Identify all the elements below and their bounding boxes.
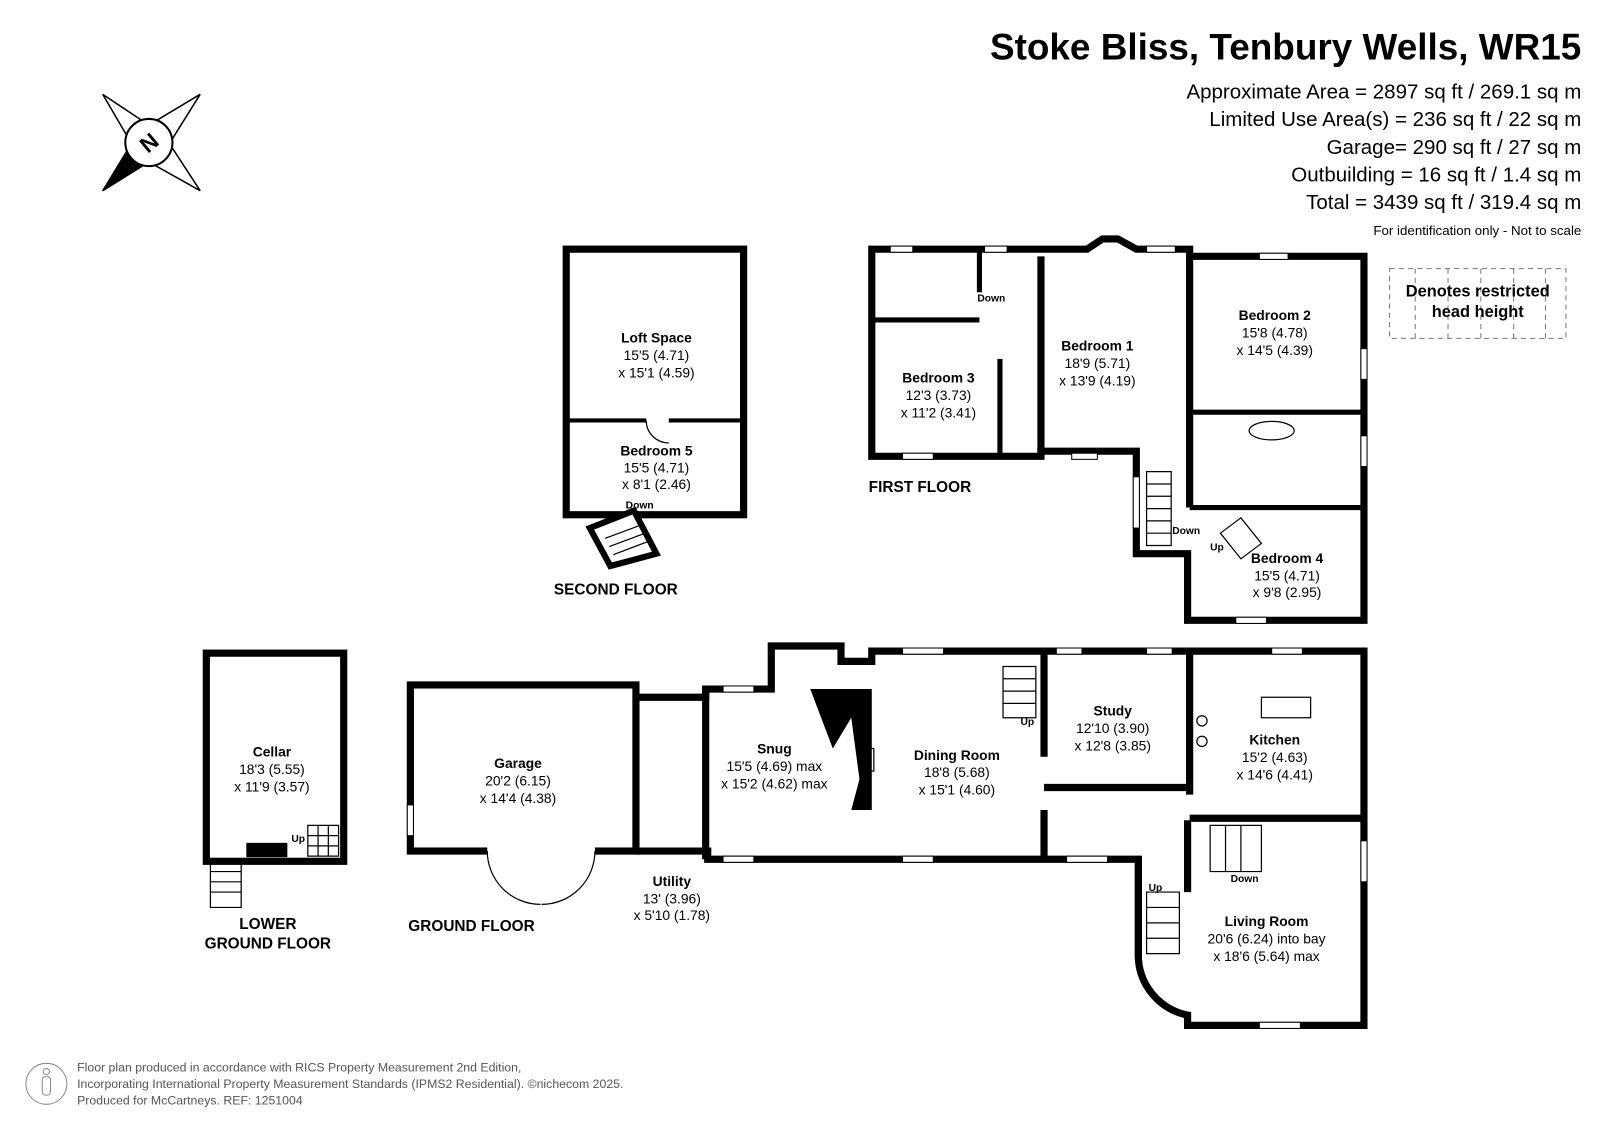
- room-dim-loft-2: x 15'1 (4.59): [618, 364, 694, 380]
- ground-floor: Garage 20'2 (6.15) x 14'4 (4.38) Utility…: [406, 642, 1368, 1029]
- room-dim-snug-2: x 15'2 (4.62) max: [721, 776, 827, 792]
- room-name-cellar: Cellar: [253, 744, 292, 760]
- room-dim-bedroom1-2: x 13'9 (4.19): [1059, 373, 1135, 389]
- room-dim-study-2: x 12'8 (3.85): [1075, 738, 1151, 754]
- room-name-garage: Garage: [494, 755, 542, 771]
- room-dim-bedroom3-1: 12'3 (3.73): [906, 387, 972, 403]
- room-name-dining: Dining Room: [914, 747, 1000, 763]
- scale-note: For identification only - Not to scale: [1373, 223, 1581, 238]
- area-outbuilding: Outbuilding = 16 sq ft / 1.4 sq m: [1291, 163, 1581, 186]
- room-dim-loft-1: 15'5 (4.71): [624, 347, 690, 363]
- stair-label-up: Up: [291, 834, 305, 845]
- stair-label-down: Down: [626, 501, 654, 512]
- room-dim-garage-2: x 14'4 (4.38): [480, 790, 556, 806]
- room-dim-bedroom3-2: x 11'2 (3.41): [901, 404, 976, 420]
- room-dim-bedroom5-2: x 8'1 (2.46): [622, 476, 691, 492]
- room-name-bedroom1: Bedroom 1: [1061, 338, 1134, 354]
- room-dim-cellar-2: x 11'9 (3.57): [234, 779, 309, 795]
- room-dim-kitchen-2: x 14'6 (4.41): [1237, 766, 1313, 782]
- stair-label-up: Up: [1210, 543, 1224, 554]
- footer-line2: Incorporating International Property Mea…: [77, 1077, 623, 1091]
- room-dim-bedroom4-1: 15'5 (4.71): [1254, 567, 1320, 583]
- room-dim-living-2: x 18'6 (5.64) max: [1213, 948, 1319, 964]
- room-name-bedroom4: Bedroom 4: [1251, 550, 1324, 566]
- floor-label-lower-2: GROUND FLOOR: [205, 935, 331, 952]
- room-dim-snug-1: 15'5 (4.69) max: [727, 758, 823, 774]
- room-dim-cellar-1: 18'3 (5.55): [239, 761, 305, 777]
- stair-label-down: Down: [1231, 874, 1259, 885]
- legend-line2: head height: [1432, 303, 1525, 321]
- area-approximate: Approximate Area = 2897 sq ft / 269.1 sq…: [1186, 80, 1581, 103]
- compass-icon: N: [102, 93, 201, 192]
- footer-line1: Floor plan produced in accordance with R…: [77, 1061, 521, 1075]
- stair-label-up: Up: [1149, 883, 1163, 894]
- room-dim-bedroom2-2: x 14'5 (4.39): [1237, 342, 1313, 358]
- footer: Floor plan produced in accordance with R…: [25, 1061, 623, 1107]
- room-name-kitchen: Kitchen: [1249, 731, 1300, 747]
- area-summary: Approximate Area = 2897 sq ft / 269.1 sq…: [1186, 80, 1581, 237]
- room-name-bedroom3: Bedroom 3: [902, 369, 975, 385]
- room-name-snug: Snug: [757, 741, 792, 757]
- legend-line1: Denotes restricted: [1406, 282, 1550, 300]
- room-dim-study-1: 12'10 (3.90): [1076, 720, 1149, 736]
- room-name-utility: Utility: [653, 873, 692, 889]
- room-dim-dining-1: 18'8 (5.68): [924, 764, 990, 780]
- room-name-living: Living Room: [1225, 913, 1309, 929]
- stair-label-down: Down: [1172, 526, 1200, 537]
- floor-label-first: FIRST FLOOR: [869, 479, 972, 496]
- room-name-bedroom5: Bedroom 5: [620, 442, 693, 458]
- room-dim-dining-2: x 15'1 (4.60): [919, 782, 995, 798]
- plan-title: Stoke Bliss, Tenbury Wells, WR15: [990, 26, 1581, 67]
- room-name-bedroom2: Bedroom 2: [1239, 307, 1312, 323]
- room-dim-utility-1: 13' (3.96): [643, 890, 701, 906]
- room-name-loft: Loft Space: [621, 329, 692, 345]
- first-floor: Bedroom 1 18'9 (5.71) x 13'9 (4.19) Bedr…: [868, 235, 1368, 624]
- area-limited-use: Limited Use Area(s) = 236 sq ft / 22 sq …: [1209, 108, 1581, 131]
- floor-label-second: SECOND FLOOR: [554, 582, 678, 599]
- room-name-study: Study: [1094, 703, 1133, 719]
- room-dim-living-1: 20'6 (6.24) into bay: [1208, 930, 1326, 946]
- area-garage: Garage= 290 sq ft / 27 sq m: [1327, 136, 1582, 159]
- room-dim-bedroom1-1: 18'9 (5.71): [1065, 355, 1131, 371]
- room-dim-kitchen-1: 15'2 (4.63): [1242, 749, 1308, 765]
- second-floor: Loft Space 15'5 (4.71) x 15'1 (4.59) Bed…: [554, 245, 748, 599]
- stair-label-down: Down: [977, 293, 1005, 304]
- stair-label-up: Up: [1020, 717, 1034, 728]
- floor-label-lower-1: LOWER: [239, 916, 296, 933]
- room-dim-bedroom2-1: 15'8 (4.78): [1242, 324, 1308, 340]
- area-total: Total = 3439 sq ft / 319.4 sq m: [1306, 191, 1581, 214]
- room-dim-garage-1: 20'2 (6.15): [485, 772, 551, 788]
- person-scale-icon: [25, 1062, 68, 1105]
- room-dim-utility-2: x 5'10 (1.78): [634, 907, 710, 923]
- restricted-height-legend: Denotes restricted head height: [1389, 268, 1567, 339]
- floor-label-ground: GROUND FLOOR: [408, 918, 534, 935]
- lower-ground-floor: Cellar 18'3 (5.55) x 11'9 (3.57) Up LOWE…: [202, 649, 348, 952]
- room-dim-bedroom4-2: x 9'8 (2.95): [1253, 584, 1322, 600]
- room-dim-bedroom5-1: 15'5 (4.71): [624, 460, 690, 476]
- footer-line3: Produced for McCartneys. REF: 1251004: [77, 1093, 303, 1107]
